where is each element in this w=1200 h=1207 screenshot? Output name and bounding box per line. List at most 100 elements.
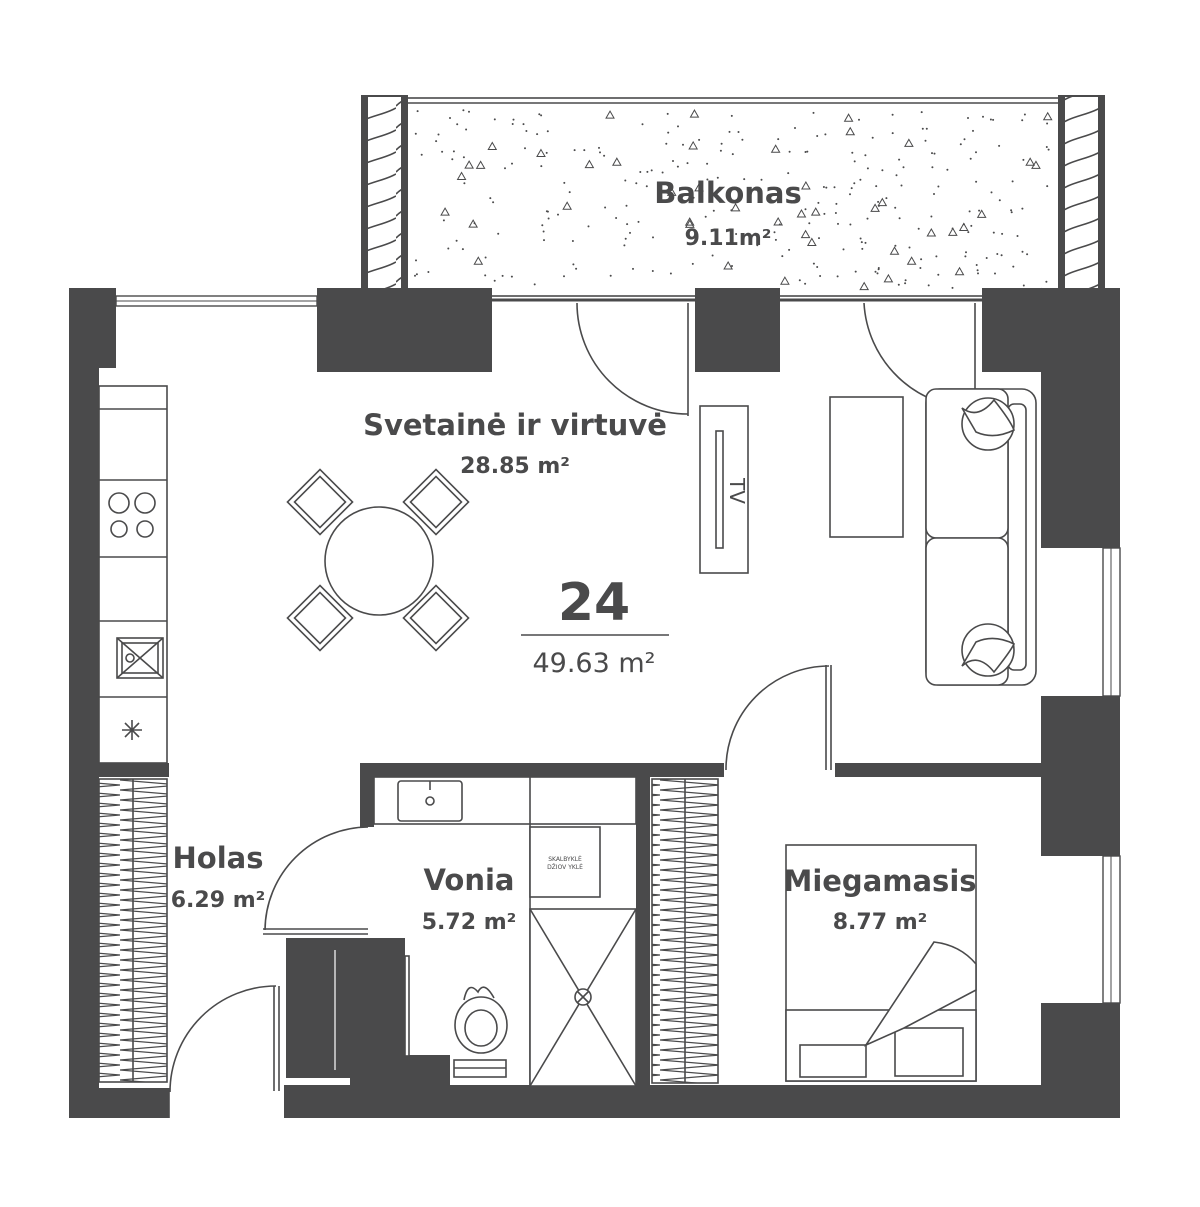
- door-swing: [264, 826, 369, 931]
- floor-speckle: [704, 215, 707, 218]
- floor-speckle: [691, 262, 694, 265]
- wall-segment: [360, 763, 724, 777]
- floor-speckle: [669, 272, 672, 275]
- stove-icon: [108, 492, 156, 538]
- floor-speckle-triangle: [780, 276, 790, 285]
- floor-speckle: [489, 197, 492, 200]
- floor-speckle: [876, 272, 879, 275]
- floor-speckle-triangle: [800, 229, 811, 239]
- plant-icon: [961, 623, 1016, 677]
- wall-segment: [284, 1085, 1120, 1118]
- apartment-number: 24: [558, 573, 630, 633]
- floor-speckle: [420, 153, 423, 156]
- floor-speckle: [645, 185, 648, 188]
- floor-speckle: [547, 217, 550, 220]
- floor-speckle: [937, 185, 940, 188]
- floor-speckle: [970, 224, 973, 227]
- floor-speckle: [427, 271, 430, 273]
- floor-speckle: [435, 140, 438, 143]
- floor-speckle: [447, 247, 450, 250]
- floor-speckle: [976, 269, 979, 272]
- floor-speckle: [575, 267, 578, 270]
- floor-speckle: [615, 217, 618, 219]
- floor-speckle-triangle: [801, 181, 811, 190]
- room-area-bedroom: 8.77 m²: [833, 910, 928, 935]
- floor-speckle: [698, 138, 701, 141]
- floor-speckle: [461, 248, 464, 251]
- floor-speckle: [959, 143, 962, 146]
- floor-speckle: [1022, 284, 1025, 287]
- floor-speckle: [465, 128, 468, 131]
- floor-speckle-triangle: [1025, 157, 1036, 166]
- floor-speckle: [804, 151, 807, 153]
- pillow: [894, 1027, 964, 1077]
- floor-speckle: [501, 274, 504, 277]
- floor-speckle: [667, 131, 670, 134]
- wall-segment: [1041, 1003, 1120, 1118]
- floor-speckle: [676, 165, 679, 168]
- room-name-bathroom: Vonia: [424, 863, 515, 897]
- floor-speckle: [1046, 185, 1049, 188]
- floor-speckle-triangle: [464, 160, 474, 169]
- floor-speckle: [837, 222, 839, 225]
- floor-speckle: [557, 213, 559, 216]
- floor-speckle: [897, 283, 900, 286]
- floor-speckle: [968, 210, 971, 213]
- laundry-label: DŽIOV YKLĖ: [547, 863, 583, 871]
- floor-speckle: [754, 188, 757, 191]
- floor-speckle: [484, 256, 487, 259]
- floor-speckle: [1010, 211, 1013, 214]
- floor-speckle: [816, 135, 819, 137]
- floor-speckle: [833, 186, 836, 189]
- floor-speckle: [568, 191, 571, 194]
- floor-speckle: [975, 264, 978, 266]
- floor-speckle: [1045, 146, 1048, 148]
- floor-speckle: [787, 172, 790, 175]
- fridge-icon: [122, 720, 142, 740]
- floor-speckle: [866, 167, 869, 170]
- floor-speckle: [666, 112, 669, 115]
- floor-speckle: [977, 272, 979, 275]
- floor-speckle: [728, 130, 731, 133]
- floor-speckle: [543, 239, 545, 242]
- floor-speckle: [904, 282, 907, 285]
- floor-speckle-triangle: [536, 148, 546, 158]
- floor-speckle: [967, 117, 969, 119]
- floor-speckle-triangle: [611, 157, 622, 166]
- tv-unit: TV: [699, 405, 749, 574]
- floor-speckle: [817, 201, 820, 204]
- floor-speckle: [804, 282, 807, 285]
- floor-speckle: [951, 286, 954, 289]
- floor-speckle-triangle: [468, 219, 479, 228]
- floor-speckle-triangle: [889, 246, 900, 255]
- floor-speckle: [931, 152, 933, 155]
- wall-segment: [1041, 288, 1120, 548]
- balcony-right-wall-edge: [1059, 96, 1065, 292]
- floor-speckle: [1010, 209, 1013, 212]
- floor-speckle: [875, 185, 878, 188]
- floor-speckle: [895, 174, 898, 177]
- floor-speckle: [898, 158, 901, 161]
- floor-speckle: [935, 255, 938, 258]
- room-area-balcony: 9.11m²: [685, 226, 772, 251]
- floor-speckle-triangle: [947, 227, 958, 236]
- wall-segment: [69, 1088, 169, 1118]
- floor-speckle: [964, 255, 967, 258]
- floor-speckle: [917, 227, 920, 230]
- floor-speckle: [497, 232, 500, 235]
- floor-speckle-triangle: [684, 217, 695, 226]
- floor-speckle: [816, 266, 819, 268]
- floor-speckle: [998, 144, 1001, 147]
- floor-speckle: [1012, 265, 1015, 268]
- bathroom-fixtures: SKALBYKLĖ DŽIOV YKLĖ: [373, 776, 637, 1087]
- room-name-living: Svetainė ir virtuvė: [363, 408, 667, 442]
- floor-speckle: [437, 133, 440, 136]
- floor-speckle: [1001, 232, 1004, 235]
- floor-speckle: [788, 150, 791, 153]
- floor-speckle-triangle: [666, 187, 677, 196]
- floor-speckle: [536, 133, 539, 136]
- bed: [785, 844, 977, 1082]
- floor-speckle: [849, 223, 852, 226]
- floor-speckle: [455, 239, 458, 242]
- floor-speckle: [571, 240, 574, 242]
